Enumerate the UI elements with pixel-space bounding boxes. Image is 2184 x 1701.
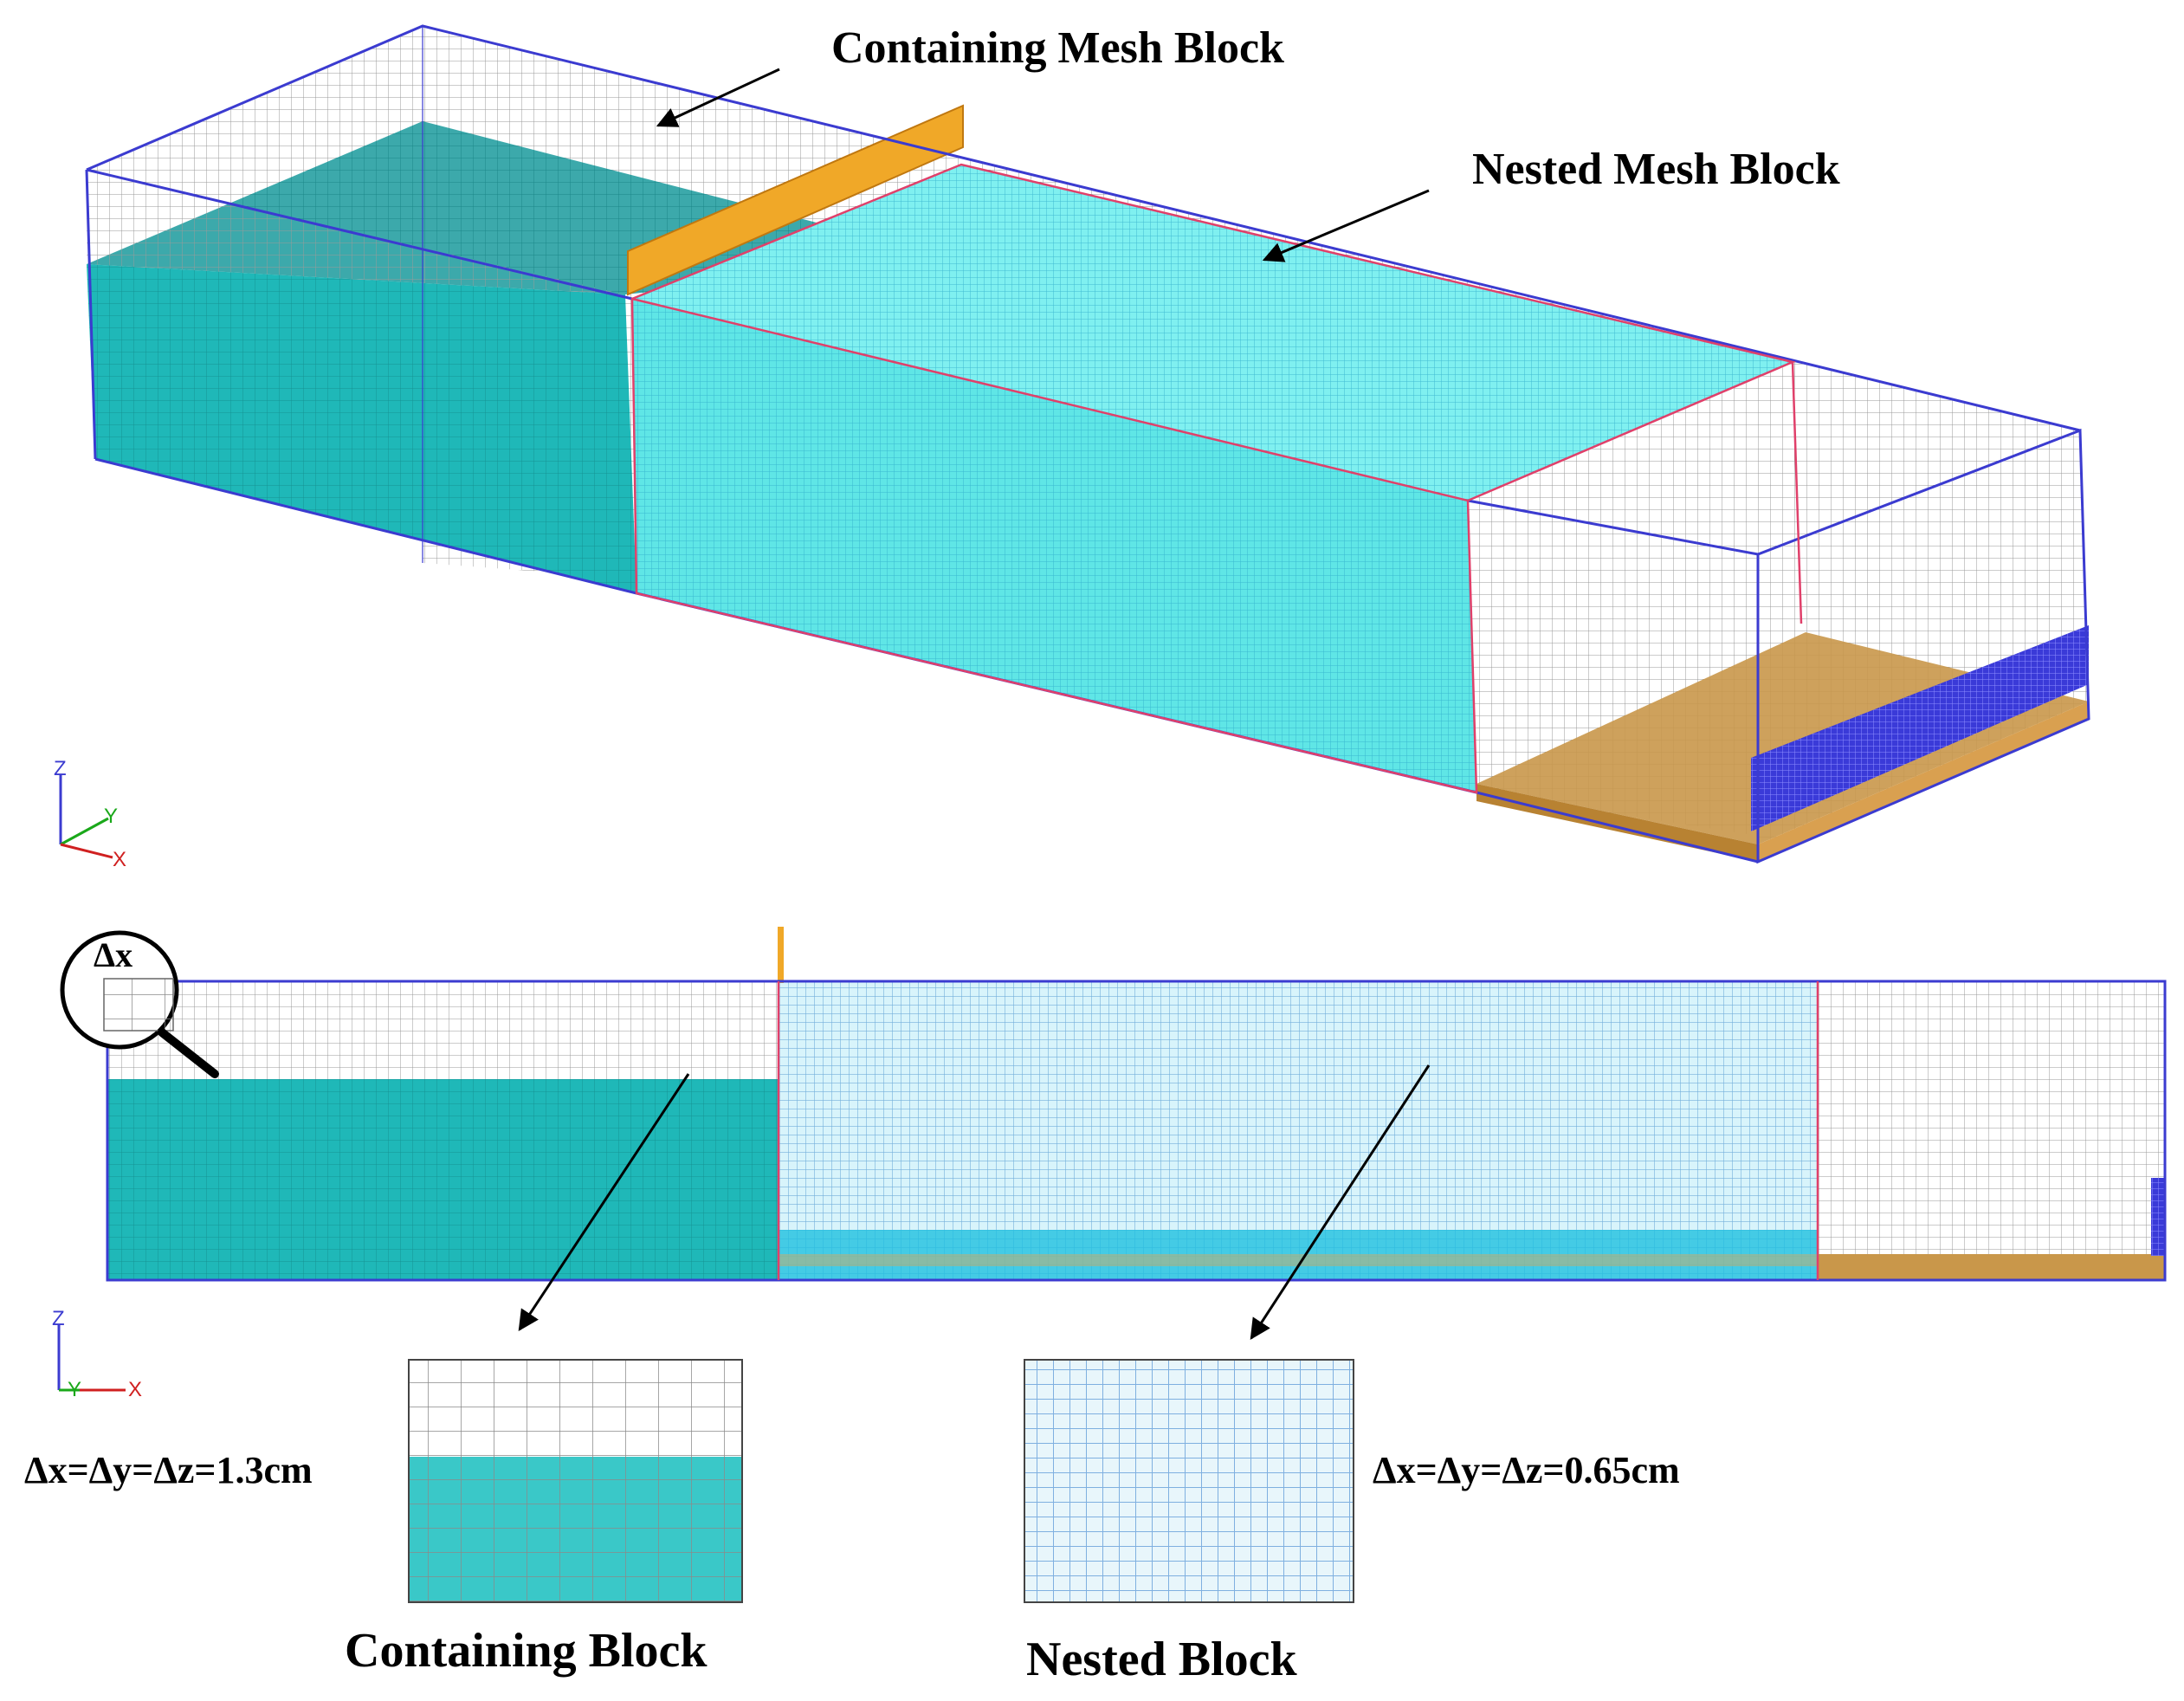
nested-top-grid — [632, 165, 1793, 501]
containing-block-label: Containing Block — [345, 1624, 708, 1678]
side-water-grid — [107, 1079, 779, 1280]
axis-triad-top: Z Y X — [54, 757, 126, 871]
axis-z-label: Z — [52, 1307, 65, 1330]
arrow-icon — [1262, 189, 1430, 262]
axis-y-label: Y — [68, 1378, 81, 1401]
side-porous — [2151, 1178, 2165, 1256]
side-view: Δx Z Y X — [52, 927, 2167, 1401]
nested-spacing-label: Δx=Δy=Δz=0.65cm — [1373, 1449, 1680, 1491]
nested-outline — [630, 163, 1796, 794]
arrow-icon — [1250, 1064, 1431, 1341]
outline-left-vertical — [85, 169, 97, 460]
sediment-bed-end — [1758, 702, 2089, 862]
nested-front-grid — [632, 299, 1476, 792]
water-front-grid — [87, 264, 636, 593]
side-bed — [1819, 1254, 2165, 1280]
containing-inset — [408, 1359, 743, 1603]
nested-outline-back — [1791, 361, 1803, 624]
containing-right-top — [1468, 362, 2080, 554]
axis-z-label: Z — [54, 757, 67, 780]
axis-y-label: Y — [104, 805, 118, 828]
containing-spacing-label: Δx=Δy=Δz=1.3cm — [24, 1449, 313, 1491]
outline-front-top — [86, 168, 633, 301]
nested-block-label: Nested Block — [1026, 1633, 1298, 1686]
side-outline — [106, 980, 2167, 1282]
outline-right-end — [1467, 428, 2090, 864]
porous-structure — [1751, 625, 2089, 831]
sediment-bed-front — [1476, 784, 1758, 862]
magnifier-label: Δx — [94, 935, 132, 974]
arrow-icon — [656, 68, 780, 127]
nested-inset — [1024, 1359, 1354, 1603]
nested-mesh-block-label: Nested Mesh Block — [1472, 145, 1840, 194]
axis-triad-bottom: Z Y X — [52, 1307, 142, 1401]
axis-x-label: X — [113, 848, 126, 871]
perspective-view: Containing Mesh Block Nested Mesh Block … — [54, 23, 2090, 871]
arrow-icon — [518, 1073, 690, 1332]
side-bed-nested — [779, 1254, 1818, 1266]
sediment-bed-top — [1476, 632, 2089, 844]
magnifier-icon — [60, 930, 219, 1078]
axis-x-label: X — [128, 1378, 142, 1401]
containing-mesh-block-label: Containing Mesh Block — [831, 23, 1284, 73]
gate-plate — [627, 104, 964, 296]
side-gate — [778, 927, 784, 983]
